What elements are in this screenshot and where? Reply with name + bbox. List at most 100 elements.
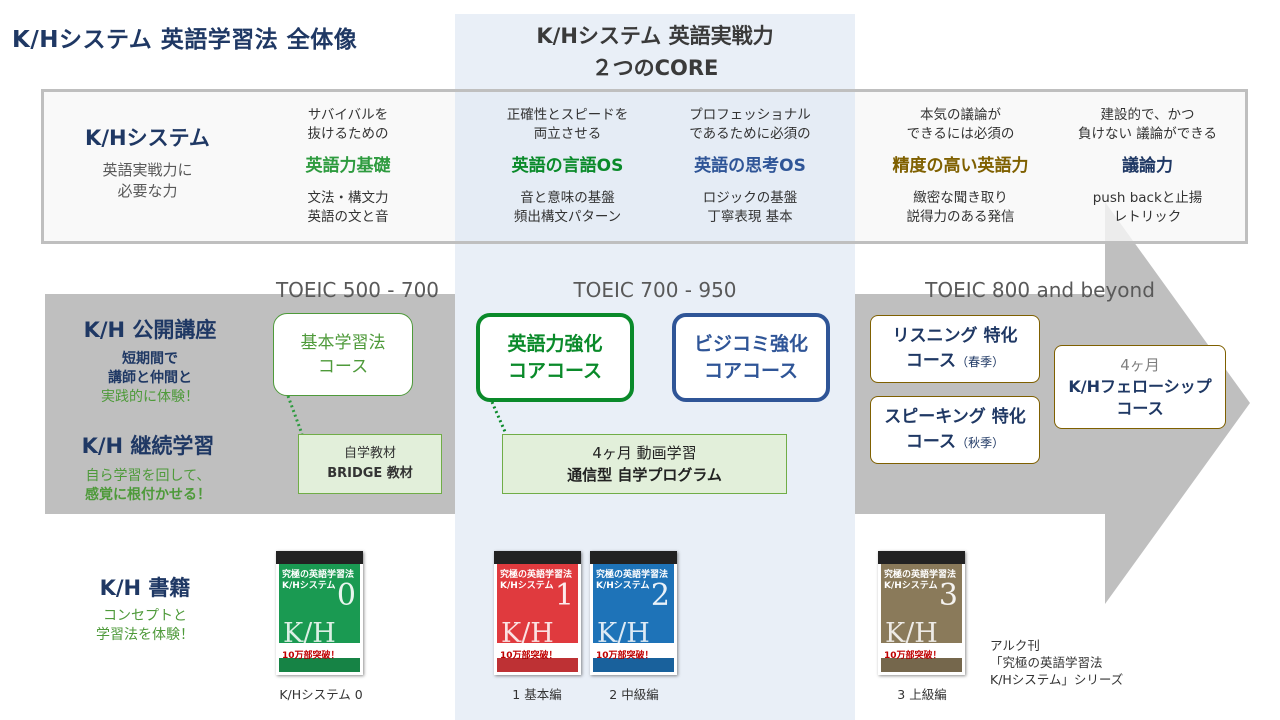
toeic-level-2: TOEIC 700 - 950 xyxy=(573,278,737,302)
skill-detail: push backと止揚 xyxy=(1092,190,1203,206)
book-title2: K/Hシステム xyxy=(596,581,650,591)
skill-detail: レトリック xyxy=(1113,209,1182,225)
skill-lead: できるには必須の xyxy=(906,126,1015,142)
skills-panel-heading: K/Hシステム xyxy=(85,126,210,150)
skill-lead: 抜けるための xyxy=(307,126,389,142)
basic-course-line2: コース xyxy=(317,356,369,377)
fellowship-course-line1: 4ヶ月 xyxy=(1120,356,1160,374)
skill-lead: であるために必須の xyxy=(689,126,811,142)
listening-course-line2: コース（春季） xyxy=(871,349,1039,375)
skill-detail: 丁寧表現 基本 xyxy=(707,209,793,225)
public-course-heading: K/H 公開講座 xyxy=(83,318,217,342)
skill-name: 英語力基礎 xyxy=(305,156,391,176)
series-note-line3: K/Hシステム」シリーズ xyxy=(990,672,1124,687)
bizcomi-core-course-line1: ビジコミ強化 xyxy=(693,332,808,355)
skill-detail: 頻出構文パターン xyxy=(513,209,622,225)
book-band: 10万部突破！ xyxy=(500,651,558,661)
books-label: K/H 書籍 コンセプトと 学習法を体験！ xyxy=(55,572,235,645)
listening-course-season: （春季） xyxy=(956,354,1005,369)
series-note-line2: 「究極の英語学習法 xyxy=(990,655,1103,670)
basic-course-box[interactable]: 基本学習法 コース xyxy=(273,313,413,396)
continuous-sub1: 自ら学習を回して、 xyxy=(85,468,211,484)
skill-detail: 英語の文と音 xyxy=(307,209,389,225)
skill-lead: 建設的で、かつ xyxy=(1100,107,1195,123)
skill-name: 英語の言語OS xyxy=(511,156,624,176)
video-program-box[interactable]: 4ヶ月 動画学習 通信型 自学プログラム xyxy=(502,434,787,494)
skill-detail: ロジックの基盤 xyxy=(702,190,798,206)
skill-lead: 負けない 議論ができる xyxy=(1077,126,1218,142)
book-caption-3: 3 上級編 xyxy=(897,687,947,702)
page-title: K/Hシステム 英語学習法 全体像 xyxy=(12,27,358,53)
skill-shikou-os: プロフェッショナル であるために必須の 英語の思考OS ロジックの基盤 丁寧表現… xyxy=(660,106,840,227)
book-number: 0 xyxy=(336,578,356,613)
skill-lead: 正確性とスピードを xyxy=(506,107,629,123)
video-program-line1: 4ヶ月 動画学習 xyxy=(592,444,697,462)
skill-detail: 説得力のある発信 xyxy=(906,209,1015,225)
book-caption-2: 2 中級編 xyxy=(609,687,659,702)
book-title1: 究極の英語学習法 xyxy=(500,570,573,580)
book-title2: K/Hシステム xyxy=(884,581,938,591)
skill-detail: 文法・構文力 xyxy=(307,190,389,206)
skill-eigo-kiso: サバイバルを 抜けるための 英語力基礎 文法・構文力 英語の文と音 xyxy=(268,106,428,227)
fellowship-course-line3: コース xyxy=(1116,399,1164,418)
skill-detail: 音と意味の基盤 xyxy=(520,190,615,206)
book-number: 2 xyxy=(650,578,670,613)
book-title1: 究極の英語学習法 xyxy=(596,570,669,580)
skills-panel-sub1: 英語実戦力に xyxy=(102,161,193,179)
core-title-line2: ２つのCORE xyxy=(591,56,719,80)
fellowship-course-box[interactable]: 4ヶ月 K/Hフェローシップ コース xyxy=(1054,345,1226,429)
book-title2: K/Hシステム xyxy=(282,581,336,591)
public-course-sub3: 実践的に体験！ xyxy=(101,389,199,405)
books-sub2: 学習法を体験！ xyxy=(96,627,194,643)
eigo-core-course-box[interactable]: 英語力強化 コアコース xyxy=(476,313,634,402)
skill-lead: 両立させる xyxy=(533,126,602,142)
skill-detail: 緻密な聞き取り xyxy=(913,190,1008,206)
book-title1: 究極の英語学習法 xyxy=(282,570,355,580)
books-heading: K/H 書籍 xyxy=(99,576,191,600)
book-number: 3 xyxy=(938,578,958,613)
basic-course-line1: 基本学習法 xyxy=(300,332,386,353)
series-note-line1: アルク刊 xyxy=(990,638,1040,653)
skill-giron: 建設的で、かつ 負けない 議論ができる 議論力 push backと止揚 レトリ… xyxy=(1055,106,1240,227)
continuous-heading: K/H 継続学習 xyxy=(81,434,215,458)
toeic-level-1: TOEIC 500 - 700 xyxy=(275,278,440,302)
skill-gengo-os: 正確性とスピードを 両立させる 英語の言語OS 音と意味の基盤 頻出構文パターン xyxy=(475,106,660,227)
speaking-course-line2: コース（秋季） xyxy=(871,430,1039,456)
book-caption-0: K/Hシステム 0 xyxy=(279,687,363,702)
skill-name: 議論力 xyxy=(1122,156,1173,176)
continuous-label: K/H 継続学習 自ら学習を回して、 感覚に根付かせる！ xyxy=(48,430,248,505)
skill-lead: プロフェッショナル xyxy=(689,107,811,123)
speaking-course-box[interactable]: スピーキング 特化 コース（秋季） xyxy=(870,396,1040,464)
eigo-core-course-line1: 英語力強化 xyxy=(507,332,603,355)
listening-course-line1: リスニング 特化 xyxy=(892,325,1018,346)
book-band: 10万部突破！ xyxy=(282,651,340,661)
listening-course-label: コース xyxy=(905,350,957,371)
skill-lead: サバイバルを xyxy=(307,107,389,123)
book-title1: 究極の英語学習法 xyxy=(884,570,957,580)
books-sub1: コンセプトと xyxy=(103,608,187,624)
bridge-material-box[interactable]: 自学教材 BRIDGE 教材 xyxy=(298,434,442,494)
public-course-label: K/H 公開講座 短期間で 講師と仲間と 実践的に体験！ xyxy=(50,314,250,407)
eigo-core-course-line2: コアコース xyxy=(507,359,603,382)
toeic-level-3: TOEIC 800 and beyond xyxy=(925,278,1155,302)
speaking-course-label: コース xyxy=(905,431,957,452)
book-band: 10万部突破！ xyxy=(884,651,942,661)
bizcomi-core-course-line2: コアコース xyxy=(703,359,799,382)
listening-course-box[interactable]: リスニング 特化 コース（春季） xyxy=(870,315,1040,383)
book-number: 1 xyxy=(554,578,574,613)
speaking-course-season: （秋季） xyxy=(956,435,1005,450)
continuous-sub2: 感覚に根付かせる！ xyxy=(85,487,211,503)
public-course-sub2: 講師と仲間と xyxy=(108,370,192,386)
book-band: 10万部突破！ xyxy=(596,651,654,661)
skill-lead: 本気の議論が xyxy=(920,107,1001,123)
bizcomi-core-course-box[interactable]: ビジコミ強化 コアコース xyxy=(672,313,830,402)
book-caption-1: 1 基本編 xyxy=(512,687,562,702)
bridge-material-line2: BRIDGE 教材 xyxy=(327,466,413,481)
skills-panel-label: K/Hシステム 英語実戦力に 必要な力 xyxy=(55,122,240,202)
skills-panel-sub2: 必要な力 xyxy=(117,182,178,200)
